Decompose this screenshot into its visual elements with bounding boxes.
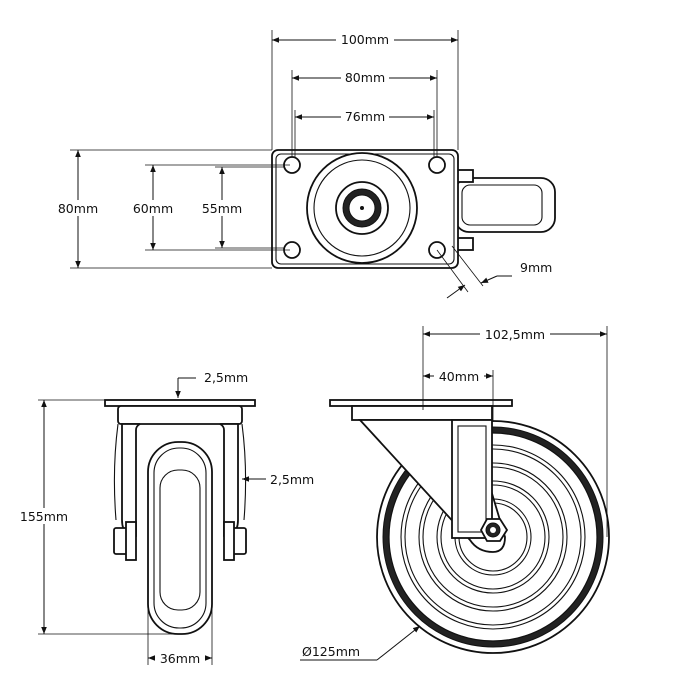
dim-top-height-inner: 55mm	[202, 201, 242, 216]
front-axle-washer-right	[223, 521, 235, 561]
side-swivel-block	[351, 405, 493, 421]
swivel-raceway-mid	[313, 159, 411, 257]
dim-top-height-holes: 60mm	[133, 201, 173, 216]
dim-top-width-outer: 100mm	[341, 32, 389, 47]
front-view: 2,5mm 2,5mm 155mm 36mm	[16, 370, 314, 666]
dim-top-width-holes: 80mm	[345, 70, 385, 85]
front-wheel-tread	[153, 447, 207, 629]
side-view: 125x36 102,5mm 40mm Ø125mm	[300, 326, 610, 661]
front-swivel-block	[117, 405, 243, 425]
dim-side-offset-total: 102,5mm	[485, 327, 545, 342]
front-wheel-hub	[159, 469, 201, 611]
side-fork-upright	[451, 419, 493, 539]
front-fork-outline	[113, 423, 247, 521]
top-view: 100mm 80mm 76mm 80mm 60mm 55mm 9mm	[54, 30, 556, 299]
dim-front-plate-thickness: 2,5mm	[204, 370, 248, 385]
dim-line-125mm	[376, 625, 421, 661]
dim-front-wheel-width: 36mm	[160, 651, 200, 666]
front-wheel	[147, 441, 213, 635]
top-view-fork-body	[454, 177, 556, 233]
side-wheel-ring-1	[400, 444, 586, 630]
dim-top-width-inner: 76mm	[345, 109, 385, 124]
bolt-hole-top-right	[428, 156, 446, 174]
dim-line-9mm	[446, 284, 466, 299]
dim-wheel-diameter: Ø125mm	[302, 644, 360, 659]
dim-front-height: 155mm	[20, 509, 68, 524]
dim-side-offset-fork: 40mm	[439, 369, 479, 384]
side-wheel-ring-2	[418, 462, 568, 612]
front-fork-right	[219, 423, 239, 537]
dim-top-height-outer: 80mm	[58, 201, 98, 216]
front-fork-left	[121, 423, 141, 537]
dim-hole-diameter: 9mm	[520, 260, 552, 275]
swivel-rivet	[360, 206, 364, 210]
top-view-fork-inner	[461, 184, 543, 226]
front-axle-washer-left	[125, 521, 137, 561]
side-wheel-ring-3	[436, 480, 550, 594]
dim-front-fork-thickness: 2,5mm	[270, 472, 314, 487]
